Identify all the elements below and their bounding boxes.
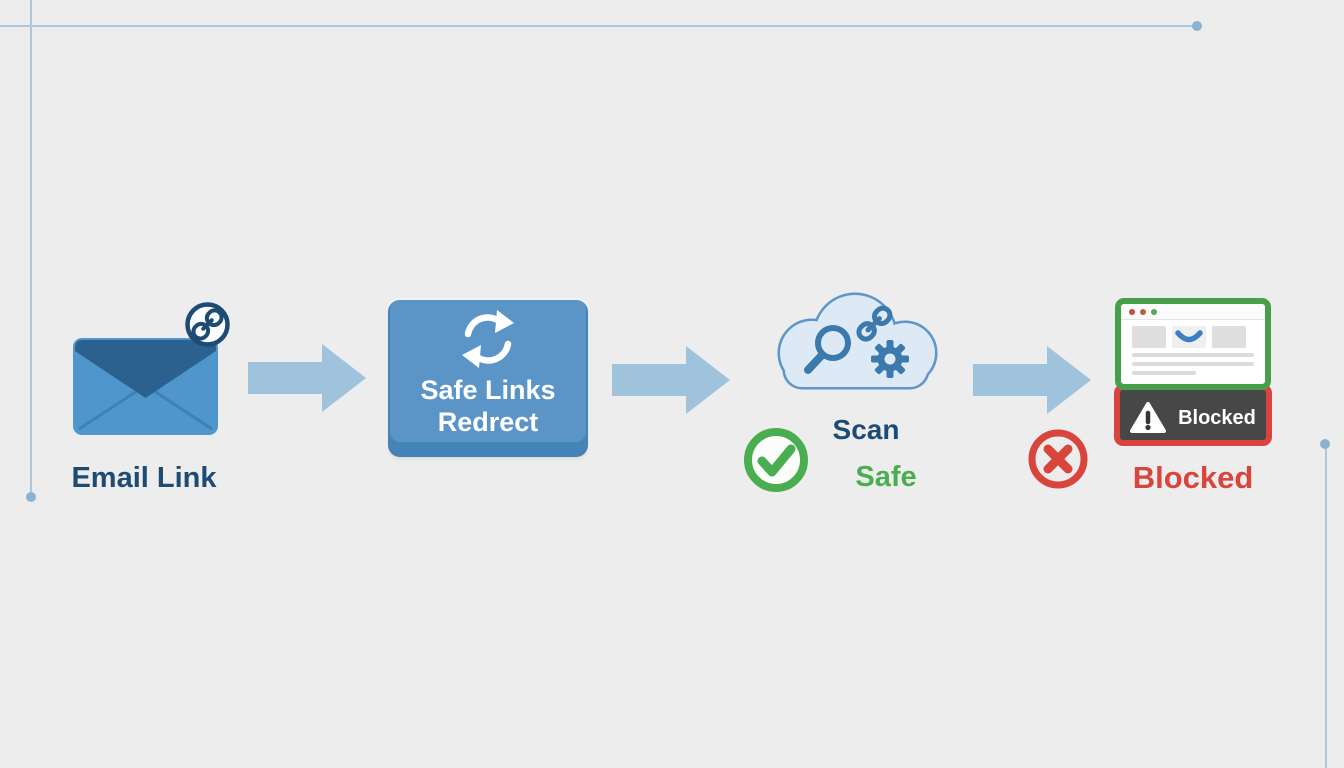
check-circle-icon: [744, 428, 808, 492]
window-dot-green-icon: [1151, 308, 1157, 315]
redirect-refresh-icon: [462, 310, 514, 368]
blocked-label: Blocked: [1132, 460, 1254, 495]
arrow-right-icon: [248, 344, 366, 412]
warning-triangle-icon: [1130, 402, 1167, 433]
safe-verdict-label: Safe: [855, 461, 917, 493]
blocked-banner-label: Blocked: [1178, 406, 1256, 429]
text-line-placeholder: [1132, 371, 1196, 375]
decor-line-left: [30, 0, 32, 497]
safe-links-redirect-label: Safe Links Redrect: [390, 374, 586, 438]
arrow-right-icon: [612, 346, 730, 414]
window-dot-red-icon: [1129, 308, 1135, 315]
blocked-banner: Blocked: [1114, 384, 1272, 446]
thumbnail-logo: [1172, 326, 1206, 348]
browser-toolbar: [1121, 304, 1265, 320]
safe-links-redirect-label-line2: Redrect: [437, 407, 539, 437]
decor-line-right: [1325, 444, 1327, 768]
arrow-right-icon: [973, 346, 1091, 414]
smile-arc-icon: [1175, 330, 1203, 343]
decor-dot-top-right: [1192, 21, 1202, 31]
text-line-placeholder: [1132, 362, 1254, 366]
text-line-placeholder: [1132, 353, 1254, 357]
link-badge-icon: [185, 302, 230, 347]
email-link-label: Email Link: [71, 462, 217, 494]
scan-label: Scan: [832, 414, 900, 445]
gear-icon: [871, 340, 909, 378]
safe-links-redirect-label-line1: Safe Links: [420, 375, 556, 405]
safe-links-redirect-box: Safe Links Redrect: [388, 300, 588, 457]
x-circle-icon: [1028, 429, 1088, 489]
magnifier-icon: [804, 325, 851, 374]
scan-cloud-icon: [777, 292, 938, 390]
decor-dot-right: [1320, 439, 1330, 449]
browser-thumbnails: [1132, 326, 1265, 348]
thumbnail-placeholder: [1132, 326, 1166, 348]
chain-icon: [856, 305, 893, 342]
thumbnail-placeholder: [1212, 326, 1246, 348]
safe-links-redirect-box-face: Safe Links Redrect: [390, 300, 586, 442]
blocked-banner-content: Blocked: [1120, 396, 1266, 440]
window-dot-orange-icon: [1140, 308, 1146, 315]
decor-dot-left: [26, 492, 36, 502]
decor-line-top: [0, 25, 1197, 27]
envelope-icon: [73, 338, 218, 435]
browser-window: [1115, 298, 1271, 390]
